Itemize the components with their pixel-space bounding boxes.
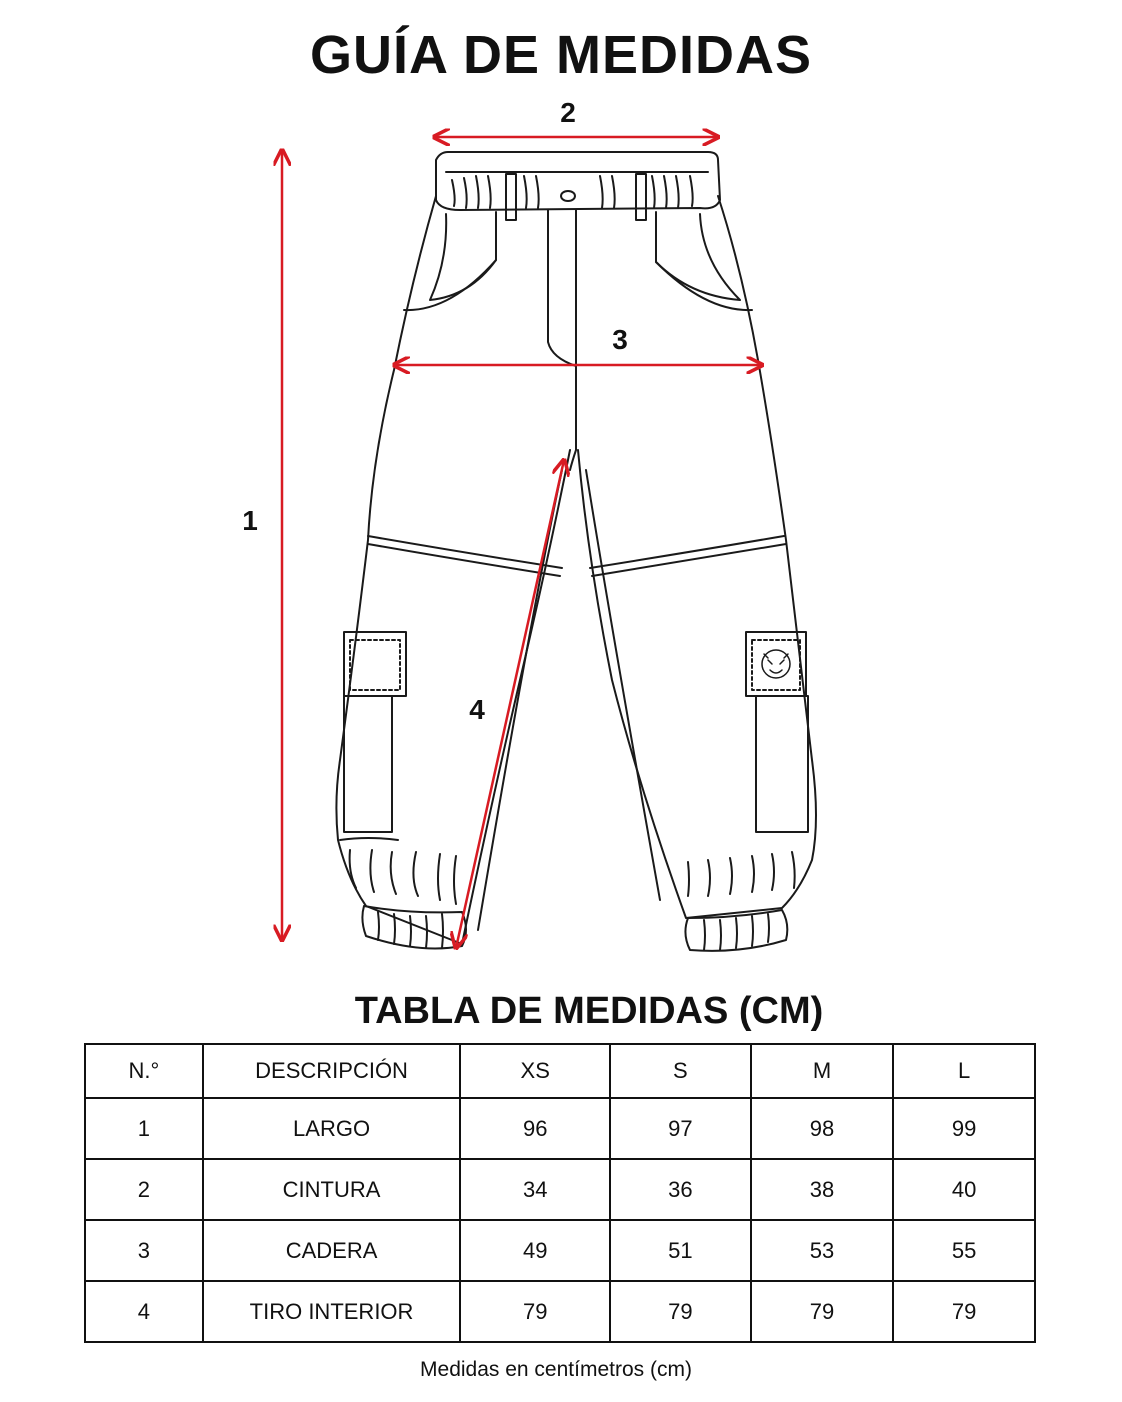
table-cell: 79 bbox=[609, 1280, 752, 1343]
table-cell: 34 bbox=[459, 1158, 612, 1221]
cuff-right bbox=[684, 909, 789, 952]
header-description: DESCRIPCIÓN bbox=[201, 1043, 462, 1099]
table-cell: LARGO bbox=[201, 1097, 462, 1160]
table-cell: 1 bbox=[84, 1097, 204, 1160]
table-cell: CADERA bbox=[201, 1219, 462, 1282]
table-header-row: N.° DESCRIPCIÓN XS S M L bbox=[84, 1043, 1036, 1099]
footnote: Medidas en centímetros (cm) bbox=[420, 1358, 692, 1381]
table-cell: 97 bbox=[609, 1097, 752, 1160]
measure-label-2: 2 bbox=[560, 97, 576, 128]
header-size-m: M bbox=[749, 1043, 895, 1099]
table-row: 3 CADERA 49 51 53 55 bbox=[84, 1219, 1036, 1282]
table-cell: TIRO INTERIOR bbox=[201, 1280, 462, 1343]
cargo-flap-right bbox=[745, 631, 807, 697]
measure-label-1: 1 bbox=[242, 505, 258, 536]
pocket-left bbox=[429, 211, 497, 301]
table-cell: 2 bbox=[84, 1158, 204, 1221]
header-number: N.° bbox=[84, 1043, 204, 1099]
knee-seam-left bbox=[367, 535, 563, 569]
cargo-pocket-right bbox=[755, 695, 809, 833]
measure-arrow-4 bbox=[456, 460, 564, 948]
table-cell: 79 bbox=[892, 1280, 1036, 1343]
table-cell: 36 bbox=[609, 1158, 752, 1221]
table-cell: 3 bbox=[84, 1219, 204, 1282]
table-cell: 49 bbox=[459, 1219, 612, 1282]
pants-illustration bbox=[335, 151, 817, 952]
belt-loop-left bbox=[505, 173, 517, 221]
table-cell: 96 bbox=[459, 1097, 612, 1160]
table-cell: 99 bbox=[892, 1097, 1036, 1160]
knee-seam-right bbox=[589, 535, 785, 569]
table-cell: 40 bbox=[892, 1158, 1036, 1221]
header-size-l: L bbox=[892, 1043, 1036, 1099]
table-cell: 4 bbox=[84, 1280, 204, 1343]
fly bbox=[547, 209, 577, 471]
table-cell: 51 bbox=[609, 1219, 752, 1282]
table-cell: 38 bbox=[749, 1158, 895, 1221]
table-title: TABLA DE MEDIDAS (CM) bbox=[354, 990, 824, 1032]
table-row: 1 LARGO 96 97 98 99 bbox=[84, 1097, 1036, 1160]
measure-label-4: 4 bbox=[469, 694, 485, 725]
table-row: 4 TIRO INTERIOR 79 79 79 79 bbox=[84, 1280, 1036, 1343]
page-title: GUÍA DE MEDIDAS bbox=[309, 25, 813, 85]
table-cell: 55 bbox=[892, 1219, 1036, 1282]
measure-label-3: 3 bbox=[612, 324, 628, 355]
cargo-pocket-left bbox=[343, 695, 393, 833]
header-size-xs: XS bbox=[459, 1043, 612, 1099]
table-cell: 53 bbox=[749, 1219, 895, 1282]
belt-loop-right bbox=[635, 173, 647, 221]
tiger-logo-icon bbox=[761, 649, 791, 679]
table-row: 2 CINTURA 34 36 38 40 bbox=[84, 1158, 1036, 1221]
button-icon bbox=[560, 190, 576, 202]
size-table: N.° DESCRIPCIÓN XS S M L 1 LARGO 96 97 9… bbox=[84, 1043, 1036, 1343]
pants-diagram: 1 2 3 4 bbox=[242, 97, 817, 952]
table-cell: CINTURA bbox=[201, 1158, 462, 1221]
header-size-s: S bbox=[609, 1043, 752, 1099]
table-cell: 98 bbox=[749, 1097, 895, 1160]
table-cell: 79 bbox=[749, 1280, 895, 1343]
right-leg bbox=[577, 195, 817, 919]
table-cell: 79 bbox=[459, 1280, 612, 1343]
